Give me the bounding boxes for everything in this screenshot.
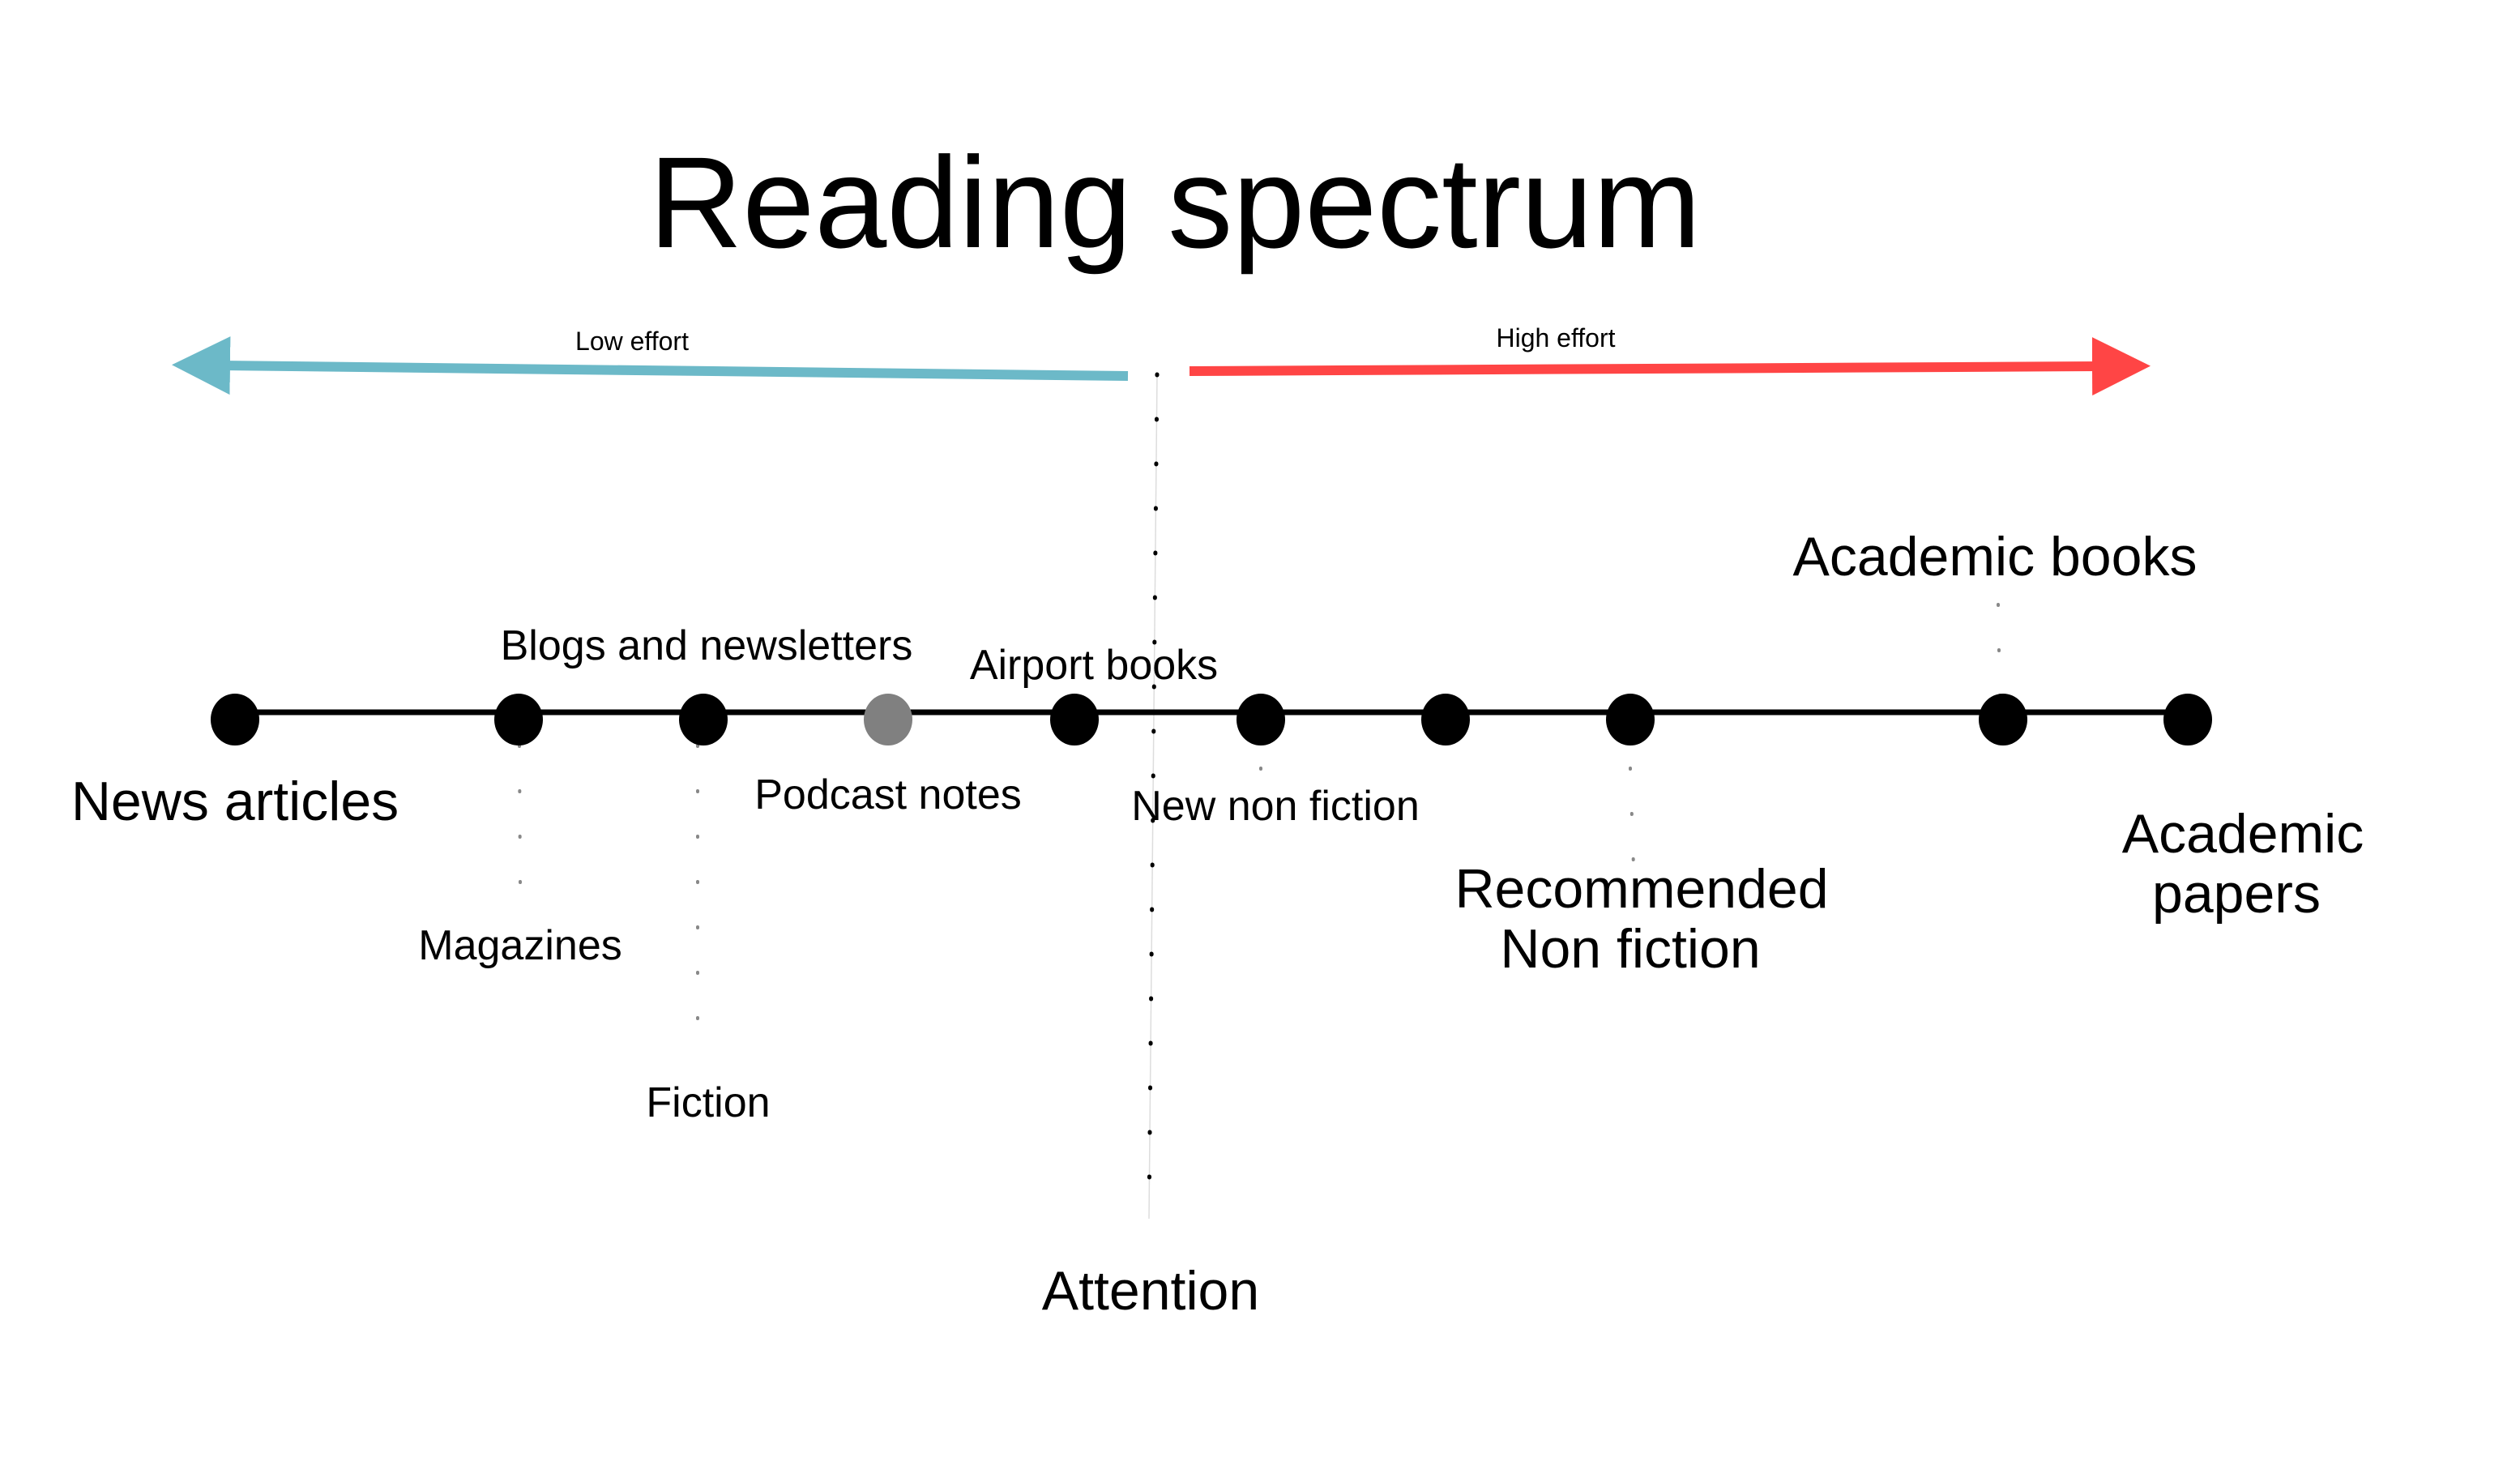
low-effort-label: Low effort <box>575 327 689 356</box>
diagram-title: Reading spectrum <box>649 130 1701 275</box>
label-academic-papers-line2: papers <box>2152 863 2321 925</box>
label-academic-papers-line1: Academic <box>2122 803 2364 865</box>
label-new-non-fiction: New non fiction <box>1131 783 1420 830</box>
node-blogs <box>1421 694 1470 745</box>
node-news-articles <box>211 694 259 745</box>
node-new-non-fiction <box>1237 694 1285 745</box>
label-fiction: Fiction <box>646 1079 770 1126</box>
label-recommended-line1: Recommended <box>1454 858 1828 920</box>
node-magazines <box>494 694 543 745</box>
node-academic-books <box>1979 694 2027 745</box>
node-recommended-non-fiction <box>1606 694 1655 745</box>
academic-books-connector <box>1997 603 2001 698</box>
high-effort-label: High effort <box>1496 323 1615 352</box>
label-podcast-notes: Podcast notes <box>754 771 1022 818</box>
magazines-connector <box>518 744 522 885</box>
high-effort-arrow <box>1189 337 2151 396</box>
attention-label: Attention <box>1042 1260 1259 1322</box>
label-airport-books: Airport books <box>970 642 1218 689</box>
label-academic-books: Academic books <box>1793 526 2198 587</box>
label-magazines: Magazines <box>418 922 621 969</box>
low-effort-arrow <box>172 336 1129 395</box>
label-recommended-line2: Non fiction <box>1500 918 1760 980</box>
recommended-connector <box>1629 767 1635 869</box>
node-academic-papers <box>2163 694 2212 745</box>
node-fiction <box>679 694 728 745</box>
label-blogs-and-newsletters: Blogs and newsletters <box>501 622 913 669</box>
node-podcast-notes <box>864 694 912 745</box>
label-news-articles: News articles <box>71 771 399 832</box>
node-airport-books <box>1050 694 1099 745</box>
attention-guide-line <box>1148 374 1158 1220</box>
